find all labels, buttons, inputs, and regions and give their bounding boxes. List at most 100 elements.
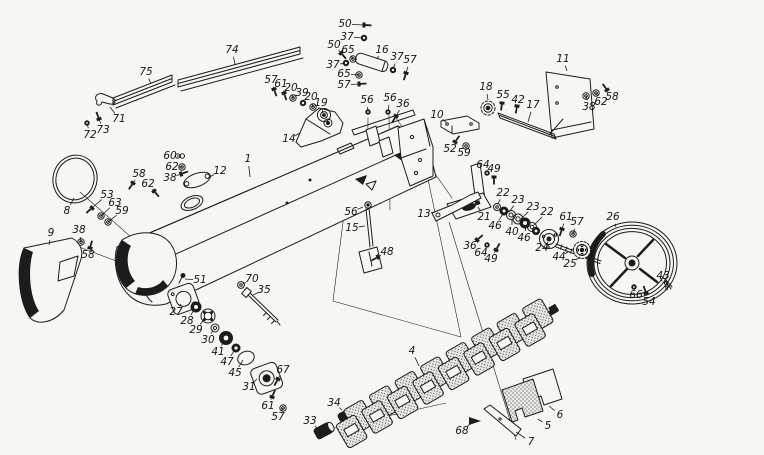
callout-4: 4	[409, 345, 420, 367]
part-glyph-bolt-icon	[85, 205, 95, 214]
part-number-label: 22	[540, 206, 554, 218]
band-ring-8	[52, 154, 98, 204]
part-number-label: 1	[245, 153, 252, 165]
part-number-label: 38	[163, 172, 177, 184]
part-number-label: 65	[337, 68, 351, 80]
part-glyph-bolt-icon	[271, 86, 278, 97]
part-number-label: 11	[556, 53, 569, 65]
callout-42: 42	[511, 94, 525, 114]
part-glyph-bolt-icon	[499, 101, 505, 111]
leader-line	[242, 282, 247, 285]
part-number-label: 20	[304, 91, 318, 103]
part-number-label: 26	[606, 211, 620, 223]
grease-fitting-51	[178, 273, 186, 284]
paddle-plate-7	[483, 404, 522, 437]
part-number-label: 57	[403, 54, 417, 66]
part-glyph-bolt-icon	[391, 113, 399, 123]
part-glyph-washer-icon	[289, 94, 297, 102]
part-number-label: 24	[535, 242, 548, 254]
callout-57: 57	[337, 79, 367, 91]
part-number-label: 37	[326, 59, 340, 71]
callout-56: 56	[360, 94, 374, 115]
part-number-label: 60	[163, 150, 177, 162]
part-number-label: 4	[409, 345, 416, 357]
part-glyph-bolt-icon	[87, 240, 93, 251]
part-glyph-bolt-icon	[558, 226, 565, 237]
part-number-label: 5	[545, 420, 552, 432]
callout-37: 37	[340, 31, 368, 43]
callout-57: 57	[402, 54, 417, 81]
part-glyph-bolt-icon	[151, 188, 160, 198]
callout-61: 61	[261, 389, 276, 412]
part-glyph-bolt-icon	[178, 170, 189, 177]
part-number-label: 64	[474, 247, 487, 259]
callout-25: 25	[563, 256, 581, 270]
part-number-label: 22	[496, 187, 510, 199]
part-number-label: 73	[96, 124, 109, 136]
part-glyph-nut-icon	[365, 109, 371, 115]
callout-15: 15	[345, 222, 366, 234]
callout-49: 49	[487, 163, 501, 185]
part-number-label: 63	[108, 197, 121, 209]
part-number-label: 23	[511, 194, 524, 206]
leader-line	[148, 78, 152, 85]
part-number-label: 61	[559, 211, 572, 223]
part-number-label: 8	[64, 205, 71, 217]
part-number-label: 71	[112, 113, 125, 125]
part-number-label: 56	[344, 206, 358, 218]
part-number-label: 46	[488, 220, 502, 232]
part-glyph-nut-icon	[84, 120, 90, 126]
callout-65: 65	[341, 44, 357, 63]
top-strap	[351, 109, 416, 158]
part-number-label: 48	[380, 246, 394, 258]
part-glyph-nut-icon	[484, 242, 490, 248]
part-number-label: 59	[457, 147, 471, 159]
leader-line	[238, 359, 244, 368]
leader-line	[184, 278, 194, 280]
callout-60: 60	[163, 150, 185, 162]
callout-26: 26	[606, 211, 620, 228]
part-glyph-bolt-icon	[452, 135, 461, 145]
part-number-label: 70	[245, 273, 259, 285]
leader-line	[533, 216, 543, 226]
callout-13: 13	[417, 208, 436, 220]
part-number-label: 21	[477, 211, 490, 223]
callout-62: 62	[592, 89, 608, 108]
seal-28	[190, 301, 202, 313]
part-number-label: 57	[337, 79, 351, 91]
callout-35: 35	[252, 284, 271, 296]
callout-38: 38	[72, 224, 86, 246]
callout-33: 33	[303, 415, 318, 429]
callout-10: 10	[430, 109, 447, 123]
part-number-label: 27	[169, 306, 183, 318]
callout-1: 1	[245, 153, 252, 178]
callout-59: 59	[104, 205, 129, 226]
callout-71: 71	[109, 106, 126, 125]
callout-34: 34	[327, 397, 343, 411]
part-glyph-pin-icon	[663, 280, 669, 291]
part-glyph-washerd-icon	[389, 66, 397, 74]
leader-line	[91, 199, 102, 209]
part-number-label: 34	[327, 397, 340, 409]
callout-64: 64	[474, 242, 490, 259]
callout-44: 44	[552, 251, 569, 263]
leader-line	[358, 225, 366, 228]
callout-9: 9	[48, 227, 55, 246]
part-number-label: 43	[656, 270, 669, 282]
part-number-label: 74	[225, 44, 238, 56]
callout-6: 6	[548, 405, 564, 421]
callout-20: 20	[304, 91, 318, 111]
part-glyph-washer-icon	[309, 103, 317, 111]
part-glyph-washer-icon	[178, 163, 186, 171]
part-number-label: 62	[594, 96, 608, 108]
part-number-label: 14	[282, 133, 295, 145]
leader-line	[442, 118, 447, 123]
part-number-label: 13	[417, 208, 430, 220]
part-glyph-washer-icon	[355, 71, 363, 79]
callout-11: 11	[556, 53, 570, 72]
part-number-label: 37	[390, 51, 404, 63]
callout-64: 64	[476, 159, 490, 176]
leader-line	[199, 317, 206, 325]
part-number-label: 65	[341, 44, 355, 56]
part-number-label: 57	[264, 74, 278, 86]
